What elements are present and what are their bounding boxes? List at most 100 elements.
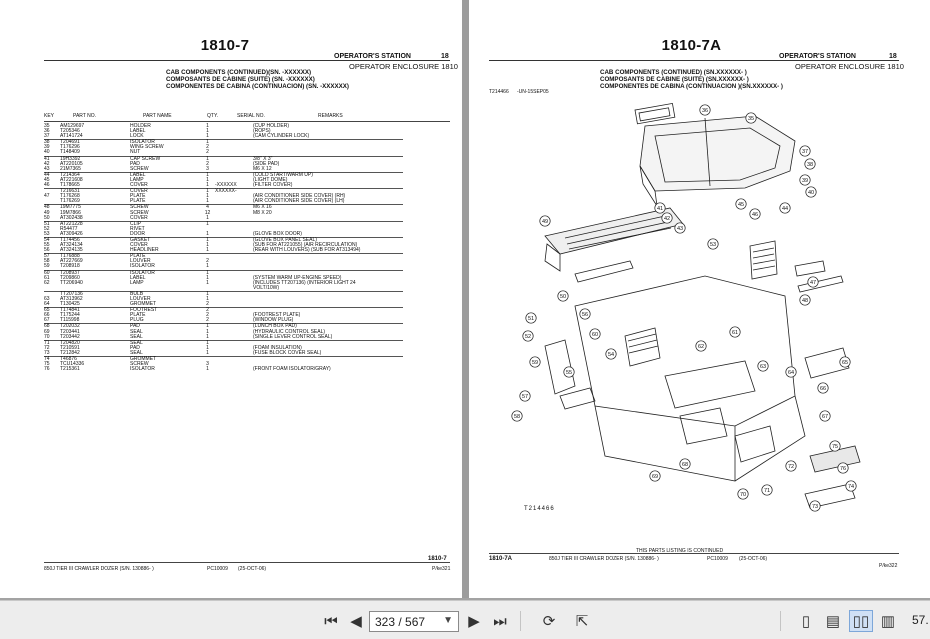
table-cell-rm: M6 X 12 <box>253 165 272 172</box>
table-cell-rm: (LUNCH BOX PAD) <box>253 323 403 330</box>
table-cell-pn: AM129697 <box>60 123 85 129</box>
table-cell-qt: 1 <box>206 247 209 254</box>
callout-bubble <box>779 202 791 214</box>
first-page-button[interactable]: ⏮ <box>320 610 342 632</box>
callout-bubble <box>839 356 851 368</box>
two-page-view-button[interactable]: ▯▯ <box>849 610 873 632</box>
callout-label: 52 <box>525 334 531 340</box>
left-header-rule <box>44 60 450 61</box>
callout-bubble <box>699 104 711 116</box>
table-cell-sn <box>215 307 253 314</box>
table-cell-pn: T176888 <box>60 253 130 260</box>
callout-label: 63 <box>760 364 766 370</box>
table-cell-nm: NUT <box>130 149 141 156</box>
rotate-icon: ⟳ <box>542 613 556 630</box>
table-cell-nm: LOCK <box>130 133 144 140</box>
callout-group: 3536373839404142434445464748495051525354… <box>511 104 857 512</box>
louver-panel <box>749 240 778 280</box>
callout-bubble <box>557 290 569 302</box>
table-cell-rm: (SYSTEM WARM UP-ENGINE SPEED) <box>253 274 342 281</box>
table-cell-k: 63 <box>44 296 50 302</box>
callout-label: 41 <box>657 206 663 212</box>
col-remarks: REMARKS <box>318 113 343 119</box>
single-page-view-button[interactable]: ▯ <box>795 610 817 632</box>
table-cell-qt: 1 <box>200 139 215 146</box>
table-cell-rm <box>253 307 403 314</box>
last-page-button[interactable]: ⏭ <box>489 610 511 632</box>
table-cell-nm: LOUVER <box>130 258 151 265</box>
callout-label: 65 <box>842 360 848 366</box>
viewer-toolbar: ⏮ ◀ 323 / 567 ▼ ▶ ⏭ ⟳ ⇱ ▯ ▤ ▯▯ ▥ 57. <box>0 600 930 639</box>
table-cell-pn: T204820 <box>60 339 130 346</box>
next-page-button[interactable]: ▶ <box>463 610 485 632</box>
table-cell-nm: PLATE <box>130 198 146 205</box>
table-cell-rm: (ROPS) <box>253 128 271 135</box>
table-cell-pn: T176296 <box>60 144 80 151</box>
left-footer-file: P/ke321 <box>432 566 451 572</box>
zoom-level[interactable]: 57. <box>912 613 929 627</box>
table-cell-qt: 2 <box>206 144 209 151</box>
table-cell-nm: LABEL <box>130 128 146 135</box>
callout-bubble <box>729 326 741 338</box>
left-footer-pc: PC10009 <box>207 566 228 572</box>
table-cell-nm: COVER <box>130 242 148 249</box>
table-cell-qt: 1 <box>200 188 215 195</box>
table-cell-pn: T115998 <box>60 317 80 324</box>
left-footer-rule <box>44 562 450 563</box>
left-footer-model: 850J TIER III CRAWLER DOZER (S/N. 130886… <box>44 566 154 572</box>
table-cell-k: 53 <box>44 230 50 237</box>
table-cell-rm: (FUSE BLOCK COVER SEAL) <box>253 349 322 356</box>
table-cell-nm: HOLDER <box>130 123 151 129</box>
table-cell-nm: SCREW <box>130 165 149 172</box>
table-cell-pn: 19M7775 <box>60 204 130 211</box>
table-cell-nm: SEAL <box>130 349 143 356</box>
callout-bubble <box>785 366 797 378</box>
callout-label: 73 <box>812 504 818 510</box>
callout-label: 57 <box>522 394 528 400</box>
callout-label: 43 <box>677 226 683 232</box>
export-button[interactable]: ⇱ <box>570 610 594 632</box>
table-cell-pn: T212842 <box>60 349 80 356</box>
callout-bubble <box>519 390 531 402</box>
two-page-continuous-button[interactable]: ▥ <box>876 610 900 632</box>
table-cell-sn: XXXXXX- <box>215 188 253 195</box>
callout-label: 75 <box>832 444 838 450</box>
table-cell-k: 48 <box>44 204 60 211</box>
table-cell-qt: 2 <box>206 149 209 156</box>
right-fig-code: T214466 <box>489 89 509 95</box>
callout-label: 36 <box>702 108 708 114</box>
table-cell-pn: 19H3392 <box>60 155 130 162</box>
callout-label: 48 <box>802 298 808 304</box>
table-cell-pn: T202032 <box>60 323 130 330</box>
table-cell-k <box>44 290 60 297</box>
prev-page-button[interactable]: ◀ <box>345 610 367 632</box>
table-cell-k: 74 <box>44 356 60 363</box>
table-cell-qt: 2 <box>206 160 209 167</box>
callout-bubble <box>695 340 707 352</box>
page-number-input[interactable]: 323 / 567 ▼ <box>369 611 459 632</box>
callout-bubble <box>805 186 817 198</box>
callout-bubble <box>837 462 849 474</box>
right-station: OPERATOR'S STATION <box>779 53 856 60</box>
table-cell-rm: (AIR CONDITIONER SIDE COVER) (RH) <box>253 193 346 200</box>
table-cell-nm: COVER <box>130 188 200 195</box>
table-cell-rm: (CAM CYLINDER LOCK) <box>253 133 310 140</box>
table-cell-rm <box>253 220 403 227</box>
chevron-down-icon[interactable]: ▼ <box>443 615 453 626</box>
table-cell-rm <box>253 269 403 276</box>
table-cell-qt: 1 <box>206 296 209 302</box>
left-subtitle-en: CAB COMPONENTS (CONTINUED)(SN. -XXXXXX) <box>166 69 312 76</box>
callout-bubble <box>799 145 811 157</box>
rotate-button[interactable]: ⟳ <box>537 610 561 632</box>
col-key: KEY <box>44 113 55 119</box>
continuous-view-button[interactable]: ▤ <box>822 610 844 632</box>
